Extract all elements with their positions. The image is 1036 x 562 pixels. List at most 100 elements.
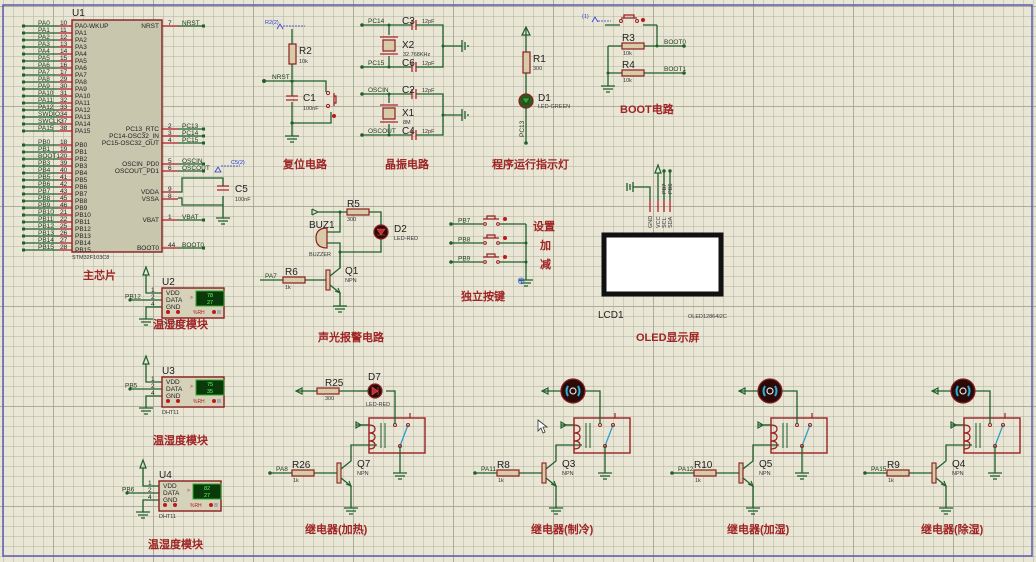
r3-resistor[interactable] [621, 42, 645, 50]
reset-circuit[interactable]: R2(2) R2 10k NRST C1 100nF 复位电路 [262, 20, 337, 171]
oled-display[interactable]: PB7 PB6 GND VCC SCL SDA LCD1 OLED12864I2… [598, 163, 727, 344]
boot-circuit[interactable]: (1) R3 10k R4 10k BOOT0 BOOT1 BOOT电路 [582, 14, 686, 116]
dht-button[interactable] [166, 399, 170, 403]
fan-motor-icon[interactable] [950, 378, 976, 404]
npn-transistor[interactable] [541, 462, 547, 484]
npn-transistor[interactable] [336, 462, 342, 484]
base-resistor[interactable] [291, 469, 315, 477]
r4-resistor[interactable] [621, 69, 645, 77]
c5-capacitor[interactable]: C5 100nF C5(2) [178, 160, 251, 225]
dht-button[interactable] [212, 310, 216, 314]
reset-button[interactable] [325, 90, 337, 118]
base-resistor[interactable] [886, 469, 910, 477]
dht-button[interactable] [212, 399, 216, 403]
buzzer-icon[interactable] [315, 227, 328, 249]
dht-button[interactable] [173, 503, 177, 507]
npn-transistor[interactable] [931, 462, 937, 484]
net-terminal [202, 162, 205, 166]
alarm-circuit[interactable]: R5 300 D2 LED-RED BUZ1 BUZZER PA7 R6 1k … [260, 199, 418, 344]
r5-resistor[interactable] [346, 208, 370, 216]
fan-motor-icon[interactable] [560, 378, 586, 404]
x2-crystal[interactable] [380, 36, 398, 55]
r1-resistor[interactable] [522, 51, 531, 74]
npn-transistor[interactable] [738, 462, 744, 484]
led-resistor[interactable] [316, 387, 340, 395]
base-resistor[interactable] [496, 469, 520, 477]
indicator-circuit[interactable]: R1 300 D1 LED-GREEN PC13 程序运行指示灯 [492, 25, 570, 171]
dht-button[interactable] [163, 503, 167, 507]
pin-name: PA14 [75, 121, 91, 128]
dht-button[interactable] [209, 503, 213, 507]
r2-resistor[interactable] [288, 43, 297, 65]
crystal-circuit[interactable]: PC14 PC15 X2 32.768KHz C3 12pF C6 12pF O… [360, 16, 469, 171]
x1-crystal[interactable] [380, 104, 398, 123]
ground-icon [939, 507, 953, 515]
dht-button[interactable] [166, 310, 170, 314]
fan-motor-icon[interactable] [757, 378, 783, 404]
base-resistor[interactable] [693, 469, 717, 477]
boot-button[interactable] [619, 14, 646, 23]
q1-transistor[interactable] [325, 252, 341, 306]
r6-resistor[interactable] [282, 276, 306, 284]
mcu-body[interactable] [71, 19, 163, 253]
dht-button[interactable] [176, 399, 180, 403]
dht-button[interactable] [176, 310, 180, 314]
